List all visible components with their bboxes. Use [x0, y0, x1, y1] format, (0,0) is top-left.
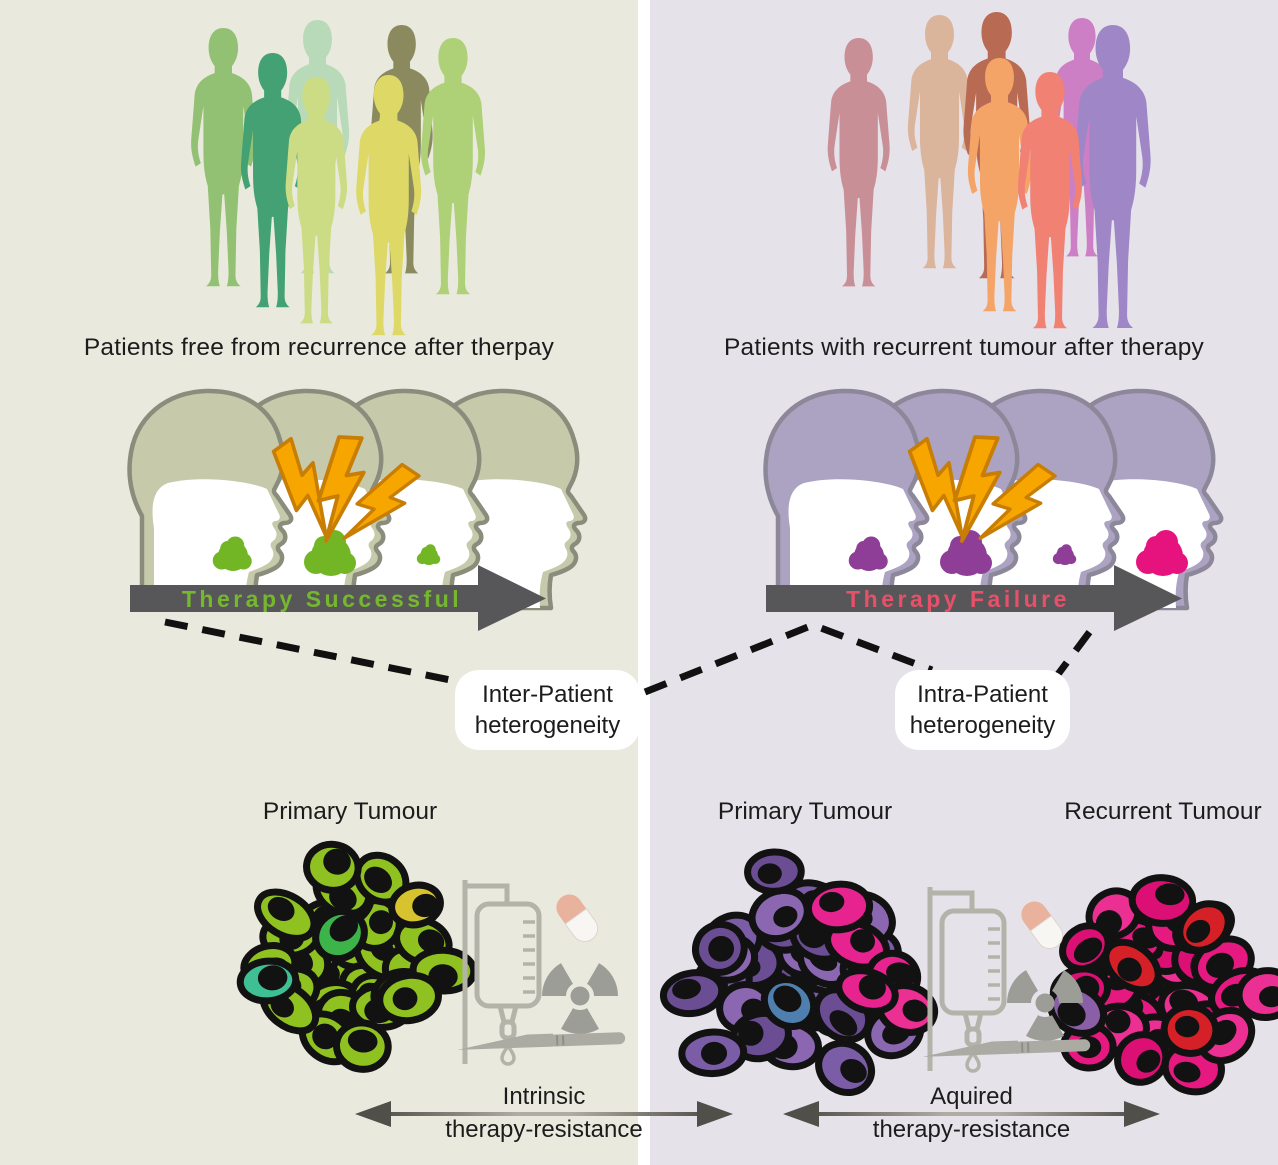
intrinsic-resistance-label: Intrinsic therapy-resistance [445, 1083, 643, 1143]
therapy-arrow-label-right: Therapy Failure [846, 586, 1070, 612]
primary-tumour-caption-left: Primary Tumour [262, 798, 438, 825]
head-row-right: Therapy Failure [763, 388, 1224, 631]
therapy-arrow-right: Therapy Failure [766, 565, 1182, 631]
therapy-arrow-label-left: Therapy Successful [182, 586, 462, 612]
intrinsic-resistance-arrow: Intrinsic therapy-resistance [355, 1080, 733, 1150]
tumour-cluster-primary-right [659, 848, 939, 1097]
patients-caption-left: Patients free from recurrence after ther… [83, 334, 555, 361]
inter-patient-label: Inter-Patient heterogeneity [455, 670, 640, 750]
head-row-left: Therapy Successful [127, 388, 588, 631]
arrow-shaft [377, 1112, 711, 1116]
therapy-icons-left [455, 878, 630, 1068]
panel-divider [638, 0, 650, 1165]
patients-caption-right: Patients with recurrent tumour after the… [724, 334, 1204, 361]
tumour-cluster-recurrent [1046, 874, 1278, 1096]
therapy-arrow-left: Therapy Successful [130, 565, 546, 631]
arrowhead-left [783, 1101, 819, 1127]
arrowhead-right [697, 1101, 733, 1127]
acquired-resistance-label: Aquired therapy-resistance [872, 1083, 1071, 1143]
primary-tumour-caption-right: Primary Tumour [717, 798, 893, 825]
arrowhead-left [355, 1101, 391, 1127]
therapy-icons-right [920, 885, 1095, 1075]
acquired-resistance-arrow: Aquired therapy-resistance [783, 1080, 1160, 1150]
head-profiles-left [127, 388, 588, 611]
arrow-shaft [805, 1112, 1138, 1116]
arrowhead-right [1124, 1101, 1160, 1127]
recurrent-tumour-caption: Recurrent Tumour [1064, 798, 1262, 825]
head-profiles-right [763, 388, 1224, 611]
patient-group-right [827, 12, 1151, 329]
intra-patient-label: Intra-Patient heterogeneity [895, 670, 1070, 750]
patient-group-left [191, 20, 485, 336]
tumour-cluster-primary-left [236, 840, 478, 1073]
